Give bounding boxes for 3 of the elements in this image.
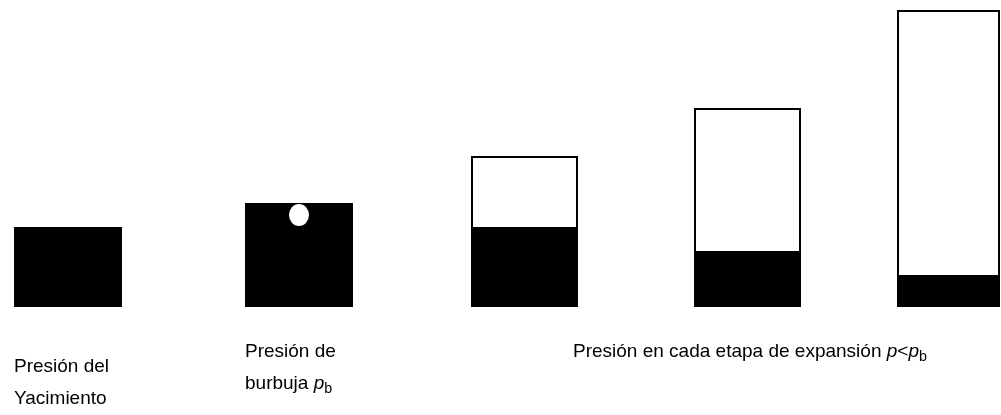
caption-text: Presión del Yacimiento <box>14 354 111 410</box>
caption-text: Presión en cada etapa de expansión p<p$_{b}$ <box>573 339 928 366</box>
caption-text: Presión de burbuja p$_{b}$ <box>245 339 337 398</box>
